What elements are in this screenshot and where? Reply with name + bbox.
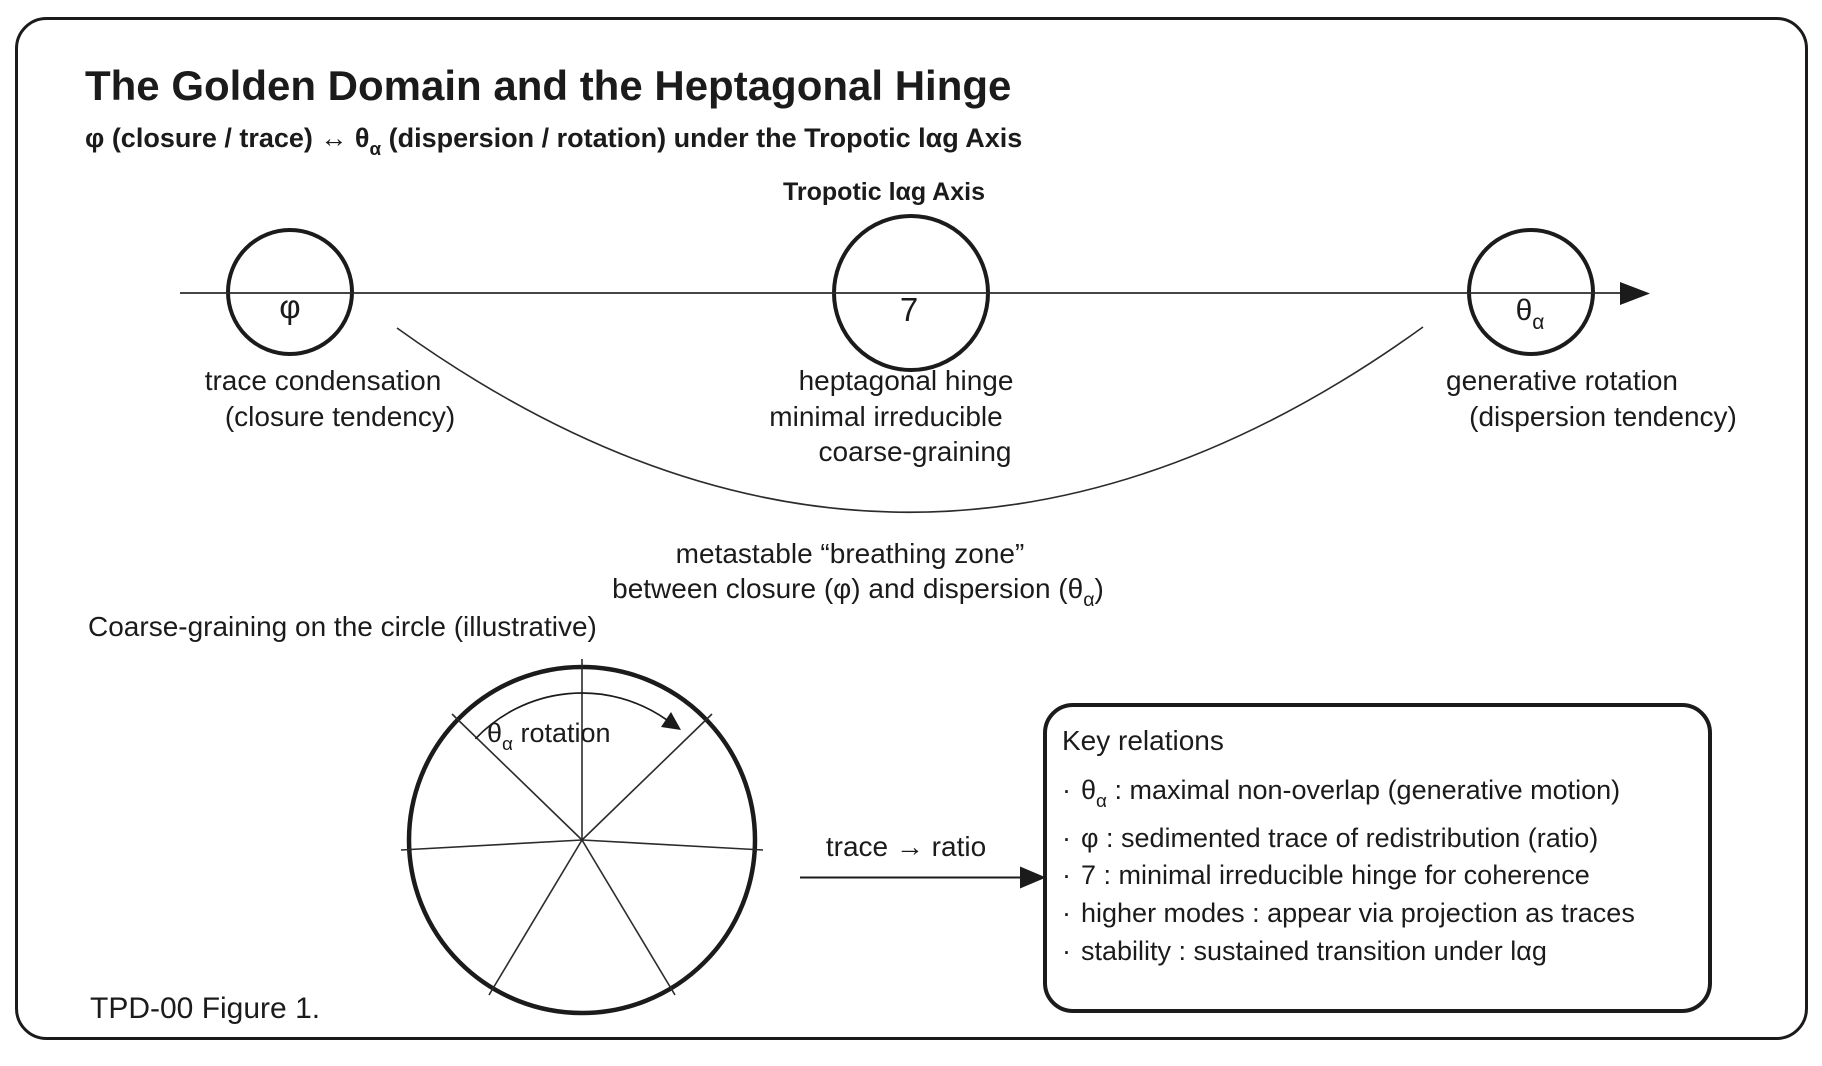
item-term-subscript: α — [1096, 790, 1107, 812]
spoke-lower-right — [581, 839, 676, 996]
breathing-line2-post: ) — [1094, 573, 1104, 604]
breathing-line2-pre: between closure (φ) and dispersion (θ — [612, 573, 1084, 604]
bullet-icon: · — [1062, 860, 1071, 890]
hinge-node-symbol: 7 — [899, 291, 919, 328]
key-relations-item: · stability : sustained transition under … — [1062, 938, 1547, 973]
theta-caption-line2: (dispersion tendency) — [1469, 401, 1737, 432]
sector-spokes — [400, 659, 764, 996]
key-relations-item: · φ : sedimented trace of redistribution … — [1062, 825, 1598, 860]
item-text: : sedimented trace of redistribution (ra… — [1098, 823, 1599, 853]
rotation-arc — [474, 692, 667, 740]
item-term: φ — [1081, 823, 1099, 853]
circle-section-caption: Coarse-graining on the circle (illustrat… — [88, 611, 597, 642]
theta-node-circle — [1467, 228, 1595, 356]
phi-caption-line1: trace condensation — [204, 365, 442, 396]
bullet-icon: · — [1062, 823, 1071, 853]
trace-arrow-label: trace → ratio — [825, 831, 987, 862]
theta-symbol-main: θ — [1515, 294, 1533, 327]
rotation-arrowhead-icon — [661, 712, 681, 730]
theta-caption-line1: generative rotation — [1446, 365, 1678, 396]
bullet-icon: · — [1062, 898, 1071, 928]
key-relations-title: Key relations — [1062, 725, 1224, 756]
subtitle-pre: φ (closure / trace) ↔ θ — [85, 123, 370, 153]
phi-node-symbol: φ — [279, 288, 301, 325]
key-relations-item: · θα : maximal non-overlap (generative mo… — [1062, 777, 1620, 812]
hinge-caption-line1: heptagonal hinge — [798, 365, 1014, 396]
outer-frame — [15, 17, 1808, 1040]
item-term: stability — [1081, 936, 1172, 966]
phi-caption-line2: (closure tendency) — [224, 401, 456, 432]
figure-label: TPD-00 Figure 1. — [90, 992, 321, 1025]
spoke-upper-right — [581, 713, 713, 841]
subtitle-post: (dispersion / rotation) under the Tropot… — [381, 123, 1023, 153]
key-relations-item: · 7 : minimal irreducible hinge for coher… — [1062, 862, 1590, 897]
hinge-caption-line3: coarse-graining — [818, 436, 1012, 467]
breathing-zone-line1: metastable “breathing zone” — [675, 538, 1025, 569]
key-relations-box: Key relations · θα : maximal non-overlap … — [1043, 703, 1712, 1013]
item-text: : maximal non-overlap (generative motion… — [1106, 775, 1621, 805]
rotation-label-theta: θ — [487, 718, 503, 748]
theta-node-symbol: θα — [1516, 296, 1545, 333]
theta-symbol-subscript: α — [1532, 310, 1545, 334]
bullet-icon: · — [1062, 936, 1071, 966]
key-relations-item: · higher modes : appear via projection as… — [1062, 900, 1635, 935]
rotation-label: θα rotation — [487, 720, 611, 755]
page-subtitle: φ (closure / trace) ↔ θα (dispersion / r… — [85, 125, 1022, 160]
spoke-upper-left — [451, 713, 583, 841]
axis-arrowhead-icon — [1620, 282, 1650, 305]
spoke-right — [581, 839, 764, 851]
bullet-icon: · — [1062, 775, 1071, 805]
breathing-zone-arc — [396, 326, 1424, 513]
breathing-zone-line2: between closure (φ) and dispersion (θα) — [612, 575, 1104, 611]
rotation-label-post: rotation — [512, 718, 611, 748]
item-text: : minimal irreducible hinge for coherenc… — [1096, 860, 1590, 890]
trace-arrowhead-icon — [1020, 866, 1046, 889]
hinge-caption-line2: minimal irreducible — [769, 401, 1003, 432]
phi-node-circle — [226, 228, 354, 356]
subtitle-subscript: α — [369, 138, 382, 160]
item-term: higher modes — [1081, 898, 1245, 928]
rotation-label-subscript: α — [502, 733, 513, 755]
page-title: The Golden Domain and the Heptagonal Hin… — [85, 62, 1012, 109]
item-term: 7 — [1081, 860, 1097, 890]
spoke-left — [400, 839, 583, 851]
item-text: : appear via projection as traces — [1244, 898, 1635, 928]
spoke-lower-left — [488, 839, 583, 996]
item-term: θ — [1081, 775, 1097, 805]
item-text: : sustained transition under lαg — [1171, 936, 1547, 966]
axis-label: Tropotic lαg Axis — [783, 178, 985, 206]
breathing-line2-subscript: α — [1083, 589, 1095, 612]
